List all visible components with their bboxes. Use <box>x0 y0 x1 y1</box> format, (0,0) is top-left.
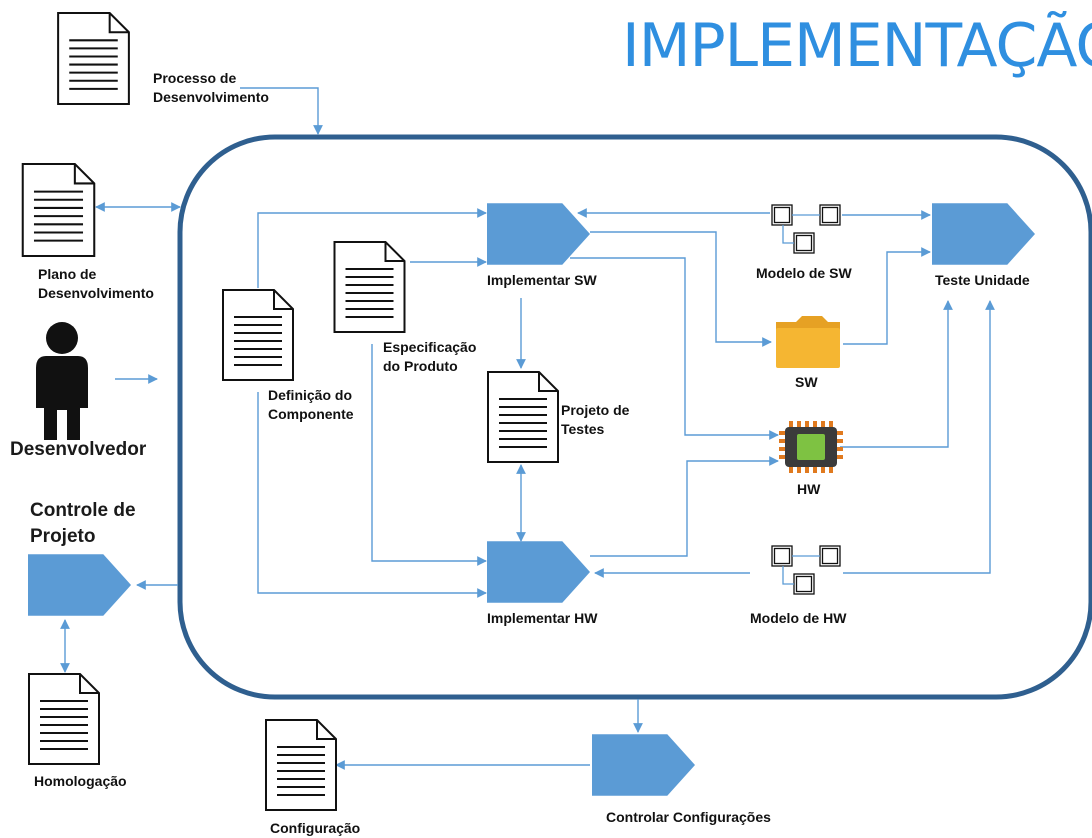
label-modelo-sw: Modelo de SW <box>756 265 852 281</box>
arrow-modelhw-to-teste <box>843 300 995 574</box>
label-hw: HW <box>797 481 821 497</box>
connectors <box>60 87 995 770</box>
label-implementar-sw: Implementar SW <box>487 272 597 288</box>
arrow-processo-in <box>240 87 323 135</box>
label-implementar-hw: Implementar HW <box>487 610 598 626</box>
label-desenvolvedor: Desenvolvedor <box>10 439 147 460</box>
arrow-folder-to-teste <box>843 247 931 345</box>
process-teste-unidade <box>932 203 1036 265</box>
document-icon <box>57 12 130 105</box>
arrow-chip-to-teste <box>840 300 953 448</box>
label-sw: SW <box>795 374 818 390</box>
document-icon <box>265 719 337 811</box>
arrow-sw-to-folder <box>590 231 772 347</box>
page-title: IMPLEMENTAÇÃO <box>622 11 1092 81</box>
label-configuracao: Configuração <box>270 820 361 836</box>
chip-icon <box>779 421 843 473</box>
arrow-esp-to-hw <box>371 344 487 566</box>
document-icon <box>28 673 100 765</box>
folder-icon <box>776 316 840 368</box>
label-especificacao: Especificação do Produto <box>383 339 477 374</box>
process-implementar-sw <box>487 203 591 265</box>
arrow-sw-to-chip <box>570 257 779 440</box>
document-icon <box>333 241 406 333</box>
label-processo: Processo de Desenvolvimento <box>153 70 269 105</box>
person-icon <box>36 322 88 440</box>
model-component-icon <box>771 204 841 254</box>
arrow-hw-to-chip <box>590 456 779 557</box>
document-icon <box>21 163 96 257</box>
arrow-def-to-sw <box>257 208 487 288</box>
document-icon <box>222 289 294 381</box>
process-controle-projeto <box>28 554 132 616</box>
label-plano: Plano de Desenvolvimento <box>38 266 154 301</box>
label-homologacao: Homologação <box>34 773 127 789</box>
label-teste-unidade: Teste Unidade <box>935 272 1030 288</box>
label-controle-projeto: Controle de Projeto <box>30 500 136 547</box>
arrow-def-to-hw <box>257 392 487 598</box>
process-implementar-hw <box>487 541 591 603</box>
implementation-boundary <box>177 134 1092 700</box>
model-component-icon <box>771 545 841 595</box>
label-controlar-configuracoes: Controlar Configurações <box>606 809 771 825</box>
label-definicao: Definição do Componente <box>268 387 354 422</box>
label-projeto-testes: Projeto de Testes <box>561 402 630 437</box>
process-controlar-configuracoes <box>592 734 696 796</box>
label-modelo-hw: Modelo de HW <box>750 610 847 626</box>
document-icon <box>487 371 559 463</box>
